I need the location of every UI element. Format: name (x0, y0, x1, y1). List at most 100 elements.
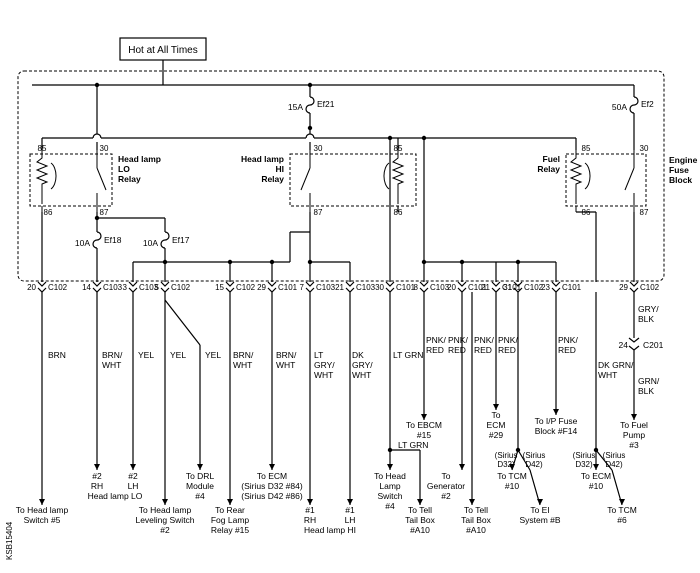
dest-rh-lo-b: RH (91, 481, 103, 491)
relay-lo-pin-87: 87 (100, 208, 109, 217)
dest-ebcm-a: To EBCM (406, 420, 442, 430)
connector-pin: 7 (300, 283, 305, 292)
wire-color-brn-wht-1b: WHT (102, 360, 121, 370)
wire-color-pnk-red-3a: PNK/ (474, 335, 494, 345)
wire-arrowhead (94, 464, 100, 470)
fuse-ef17-name: Ef17 (172, 235, 190, 245)
engine-fuse-block-label-2: Fuse (669, 165, 689, 175)
relay-lo-pin-86: 86 (44, 208, 53, 217)
wire-arrowhead (197, 464, 203, 470)
dest-tcm-10-d42-b: D42) (525, 460, 543, 469)
relay-hi-name-1: Head lamp (241, 154, 284, 164)
wire-color-pnk-red-5a: PNK/ (558, 335, 578, 345)
dest-tell-tail-1-a: To Tell (408, 505, 432, 515)
wire-arrowhead (417, 499, 423, 505)
dest-fuel-pump-b: Pump (623, 430, 645, 440)
connector-pin: 5 (155, 283, 160, 292)
relay-fuel-switch (624, 167, 635, 191)
connector-chevron (225, 281, 235, 293)
wire-color-lt-gry-wht-c: WHT (314, 370, 333, 380)
dest-tcm-10-a: To TCM (497, 471, 527, 481)
connector-chevron (305, 281, 315, 293)
engine-fuse-block-outline (17, 70, 665, 282)
connector-id: C102 (236, 283, 256, 292)
dest-tell-tail-2-a: To Tell (464, 505, 488, 515)
head-lamp-lo-relay-box (29, 153, 113, 207)
wire-color-labels: BRN BRN/ WHT YEL YEL YEL BRN/ WHT BRN/ W… (48, 304, 660, 450)
dest-tcm-10-d32-b: D32) (497, 460, 515, 469)
wire-color-brn-wht-3a: BRN/ (276, 350, 297, 360)
dest-ebcm-b: #15 (417, 430, 431, 440)
dest-ecm-sirius-b: (Sirius D32 #84) (241, 481, 303, 491)
dest-head-lamp-switch-5-a: To Head lamp (16, 505, 69, 515)
dest-rear-fog-a: To Rear (215, 505, 245, 515)
dest-drl-c: #4 (195, 491, 205, 501)
wire-color-pnk-red-1b: RED (426, 345, 444, 355)
relay-hi-pin-30: 30 (314, 144, 323, 153)
dest-tcm-10-d32-a: (Sirius (495, 451, 518, 460)
dest-ip-fuse-a: To I/P Fuse (535, 416, 578, 426)
connector-id: C101 (278, 283, 298, 292)
connector-chevron (491, 281, 501, 293)
wire-color-pnk-red-2a: PNK/ (448, 335, 468, 345)
connector-id: C103 (103, 283, 123, 292)
dest-head-lamp-switch-4-c: Switch (377, 491, 402, 501)
c201-connector: C201 (643, 340, 664, 350)
dest-leveling-a: To Head lamp (139, 505, 192, 515)
relay-fuel-pin-85: 85 (582, 144, 591, 153)
wire-arrowhead (421, 414, 427, 420)
engine-fuse-block-label-3: Block (669, 175, 692, 185)
wire-arrowhead (553, 409, 559, 415)
wire-arrowhead (459, 464, 465, 470)
wire-color-pnk-red-3b: RED (474, 345, 492, 355)
dest-lh-lo-a: #2 (128, 471, 138, 481)
wire-arrowhead (493, 404, 499, 410)
hot-at-all-times-label: Hot at All Times (128, 45, 197, 56)
dest-tell-tail-2-c: #A10 (466, 525, 486, 535)
wire-color-brn-wht-3b: WHT (276, 360, 295, 370)
fuse-ef18-name: Ef18 (104, 235, 122, 245)
connector-id: C103 (356, 283, 376, 292)
wire-arrowhead (162, 499, 168, 505)
connector-chevron (267, 281, 277, 293)
dest-ecm-29-a: To (492, 410, 501, 420)
fuse-ef18-symbol (92, 231, 102, 249)
wire-arrowhead (39, 499, 45, 505)
c201-pin: 24 (619, 340, 629, 350)
connector-chevron (385, 281, 395, 293)
connector-pin: 15 (215, 283, 224, 292)
dest-rh-hi-a: #1 (305, 505, 315, 515)
wire-color-brn-wht-1a: BRN/ (102, 350, 123, 360)
dest-ecm-10-d32-b: D32) (575, 460, 593, 469)
wire-color-dk-grn-wht-b: WHT (598, 370, 617, 380)
relay-lo-name-3: Relay (118, 174, 141, 184)
dest-ecm-29-b: ECM (487, 420, 506, 430)
c201-connector-symbol (628, 337, 640, 351)
fuse-ef21-amp: 15A (288, 102, 303, 112)
relay-hi-pin-87: 87 (314, 208, 323, 217)
connector-pin: 3 (123, 283, 128, 292)
wire-color-pnk-red-2b: RED (448, 345, 466, 355)
relay-fuel-name-2: Relay (537, 164, 560, 174)
dest-rear-fog-b: Fog Lamp (211, 515, 250, 525)
dest-tcm-10-b: #10 (505, 481, 519, 491)
dest-fuel-pump-c: #3 (629, 440, 639, 450)
connector-id: C102 (640, 283, 660, 292)
wire-color-yel-1: YEL (138, 350, 154, 360)
relay-fuel-name-1: Fuel (543, 154, 560, 164)
relay-hi-coil (391, 150, 405, 204)
dest-generator-b: Generator (427, 481, 465, 491)
dest-tcm-10-d42-a: (Sirius (523, 451, 546, 460)
wire-color-pnk-red-5b: RED (558, 345, 576, 355)
dest-ecm-10-d42-b: D42) (605, 460, 623, 469)
wire-color-pnk-red-4a: PNK/ (498, 335, 518, 345)
destination-labels: To Head lamp Switch #5 #2 RH #2 LH Head … (16, 410, 648, 535)
dest-lh-hi-b: LH (345, 515, 356, 525)
dest-ecm-sirius-a: To ECM (257, 471, 287, 481)
wire-arrowhead (593, 464, 599, 470)
fuse-ef18-amp: 10A (75, 238, 90, 248)
dest-head-lamp-switch-5-b: Switch #5 (24, 515, 61, 525)
wire-arrowhead (619, 499, 625, 505)
relay-lo-switch (96, 167, 107, 191)
wire-color-gry-blk-a: GRY/ (638, 304, 659, 314)
